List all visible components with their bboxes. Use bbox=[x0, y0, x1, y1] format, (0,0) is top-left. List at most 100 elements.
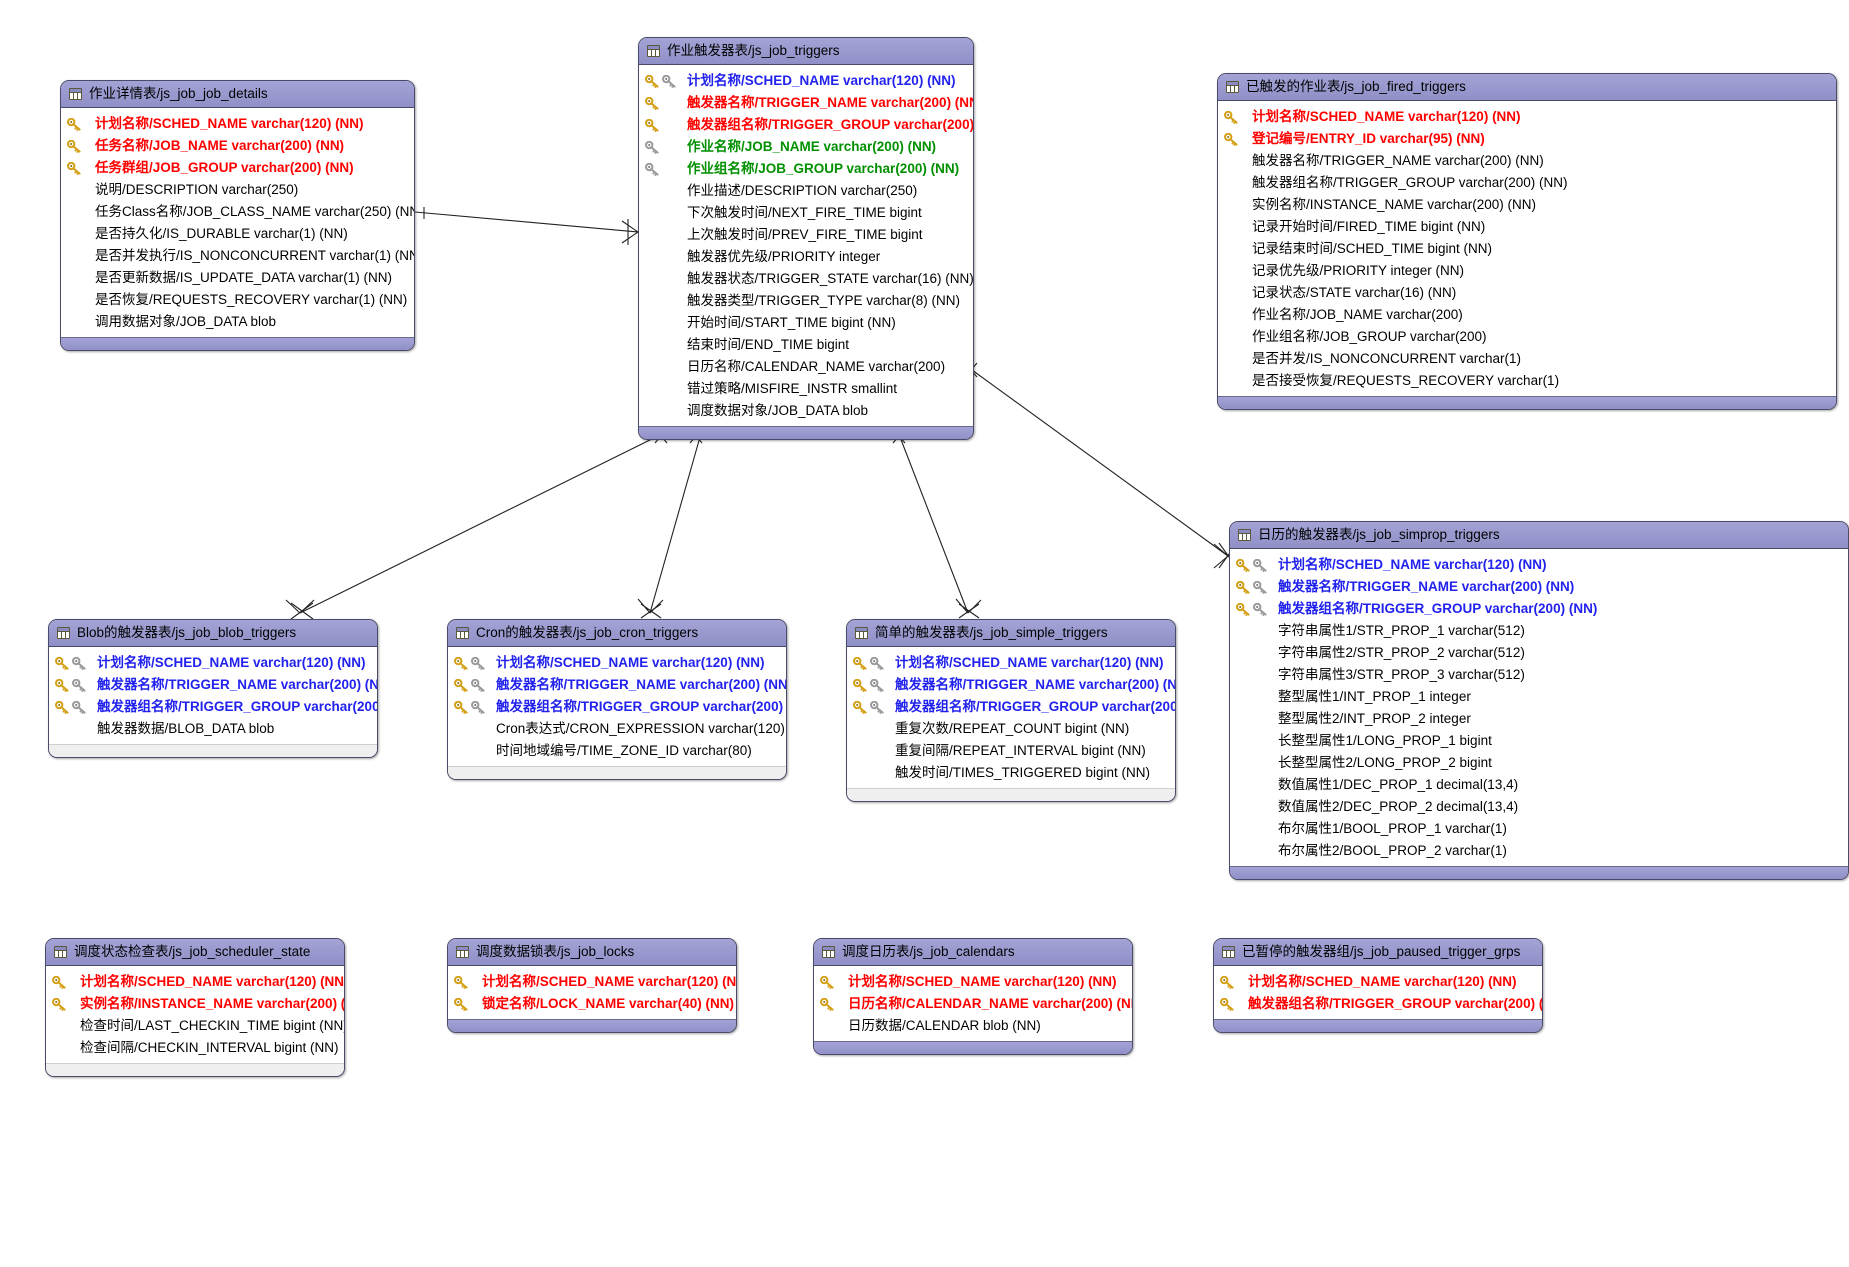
attribute-row[interactable]: 布尔属性1/BOOL_PROP_1 varchar(1) bbox=[1230, 818, 1848, 840]
entity-cron_triggers[interactable]: Cron的触发器表/js_job_cron_triggers 计划名称/SCHED… bbox=[447, 619, 787, 780]
entity-locks[interactable]: 调度数据锁表/js_job_locks 计划名称/SCHED_NAME varch… bbox=[447, 938, 737, 1033]
attribute-row[interactable]: 计划名称/SCHED_NAME varchar(120) (NN) bbox=[1214, 971, 1542, 993]
entity-job_triggers[interactable]: 作业触发器表/js_job_triggers 计划名称/SCHED_NAME va… bbox=[638, 37, 974, 440]
attribute-row[interactable]: 触发器名称/TRIGGER_NAME varchar(200) (NN) bbox=[49, 674, 377, 696]
attribute-row[interactable]: 计划名称/SCHED_NAME varchar(120) (NN) bbox=[814, 971, 1132, 993]
attribute-row[interactable]: 触发器名称/TRIGGER_NAME varchar(200) (NN) bbox=[847, 674, 1175, 696]
attribute-row[interactable]: 任务群组/JOB_GROUP varchar(200) (NN) bbox=[61, 157, 414, 179]
entity-header-paused_grps[interactable]: 已暂停的触发器组/js_job_paused_trigger_grps bbox=[1214, 939, 1542, 966]
attribute-row[interactable]: 计划名称/SCHED_NAME varchar(120) (NN) bbox=[639, 70, 973, 92]
attribute-row[interactable]: 调用数据对象/JOB_DATA blob bbox=[61, 311, 414, 333]
attribute-row[interactable]: 是否并发执行/IS_NONCONCURRENT varchar(1) (NN) bbox=[61, 245, 414, 267]
entity-header-calendars[interactable]: 调度日历表/js_job_calendars bbox=[814, 939, 1132, 966]
attribute-row[interactable]: 锁定名称/LOCK_NAME varchar(40) (NN) bbox=[448, 993, 736, 1015]
entity-header-job_details[interactable]: 作业详情表/js_job_job_details bbox=[61, 81, 414, 108]
entity-calendars[interactable]: 调度日历表/js_job_calendars 计划名称/SCHED_NAME va… bbox=[813, 938, 1133, 1055]
attribute-row[interactable]: 触发器类型/TRIGGER_TYPE varchar(8) (NN) bbox=[639, 290, 973, 312]
attribute-row[interactable]: Cron表达式/CRON_EXPRESSION varchar(120) (NN… bbox=[448, 718, 786, 740]
attribute-row[interactable]: 长整型属性1/LONG_PROP_1 bigint bbox=[1230, 730, 1848, 752]
entity-sched_state[interactable]: 调度状态检查表/js_job_scheduler_state 计划名称/SCHED… bbox=[45, 938, 345, 1077]
attribute-row[interactable]: 日历数据/CALENDAR blob (NN) bbox=[814, 1015, 1132, 1037]
entity-blob_triggers[interactable]: Blob的触发器表/js_job_blob_triggers 计划名称/SCHED… bbox=[48, 619, 378, 758]
attribute-row[interactable]: 日历名称/CALENDAR_NAME varchar(200) (NN) bbox=[814, 993, 1132, 1015]
attribute-row[interactable]: 检查时间/LAST_CHECKIN_TIME bigint (NN) bbox=[46, 1015, 344, 1037]
attribute-row[interactable]: 下次触发时间/NEXT_FIRE_TIME bigint bbox=[639, 202, 973, 224]
attribute-row[interactable]: 触发器组名称/TRIGGER_GROUP varchar(200) (NN) bbox=[1218, 172, 1836, 194]
attribute-row[interactable]: 是否持久化/IS_DURABLE varchar(1) (NN) bbox=[61, 223, 414, 245]
attribute-row[interactable]: 记录开始时间/FIRED_TIME bigint (NN) bbox=[1218, 216, 1836, 238]
attribute-row[interactable]: 错过策略/MISFIRE_INSTR smallint bbox=[639, 378, 973, 400]
attribute-row[interactable]: 触发器组名称/TRIGGER_GROUP varchar(200) (NN) bbox=[847, 696, 1175, 718]
attribute-row[interactable]: 整型属性1/INT_PROP_1 integer bbox=[1230, 686, 1848, 708]
attribute-row[interactable]: 触发器名称/TRIGGER_NAME varchar(200) (NN) bbox=[1218, 150, 1836, 172]
attribute-row[interactable]: 触发器优先级/PRIORITY integer bbox=[639, 246, 973, 268]
attribute-row[interactable]: 实例名称/INSTANCE_NAME varchar(200) (NN) bbox=[1218, 194, 1836, 216]
attribute-row[interactable]: 计划名称/SCHED_NAME varchar(120) (NN) bbox=[46, 971, 344, 993]
attribute-row[interactable]: 作业描述/DESCRIPTION varchar(250) bbox=[639, 180, 973, 202]
attribute-row[interactable]: 是否更新数据/IS_UPDATE_DATA varchar(1) (NN) bbox=[61, 267, 414, 289]
entity-header-cron_triggers[interactable]: Cron的触发器表/js_job_cron_triggers bbox=[448, 620, 786, 647]
entity-simprop[interactable]: 日历的触发器表/js_job_simprop_triggers 计划名称/SCHE… bbox=[1229, 521, 1849, 880]
attribute-row[interactable]: 结束时间/END_TIME bigint bbox=[639, 334, 973, 356]
attribute-row[interactable]: 触发器组名称/TRIGGER_GROUP varchar(200) (NN) bbox=[1230, 598, 1848, 620]
attribute-row[interactable]: 数值属性1/DEC_PROP_1 decimal(13,4) bbox=[1230, 774, 1848, 796]
entity-header-locks[interactable]: 调度数据锁表/js_job_locks bbox=[448, 939, 736, 966]
attribute-row[interactable]: 任务Class名称/JOB_CLASS_NAME varchar(250) (N… bbox=[61, 201, 414, 223]
attribute-row[interactable]: 记录状态/STATE varchar(16) (NN) bbox=[1218, 282, 1836, 304]
entity-header-blob_triggers[interactable]: Blob的触发器表/js_job_blob_triggers bbox=[49, 620, 377, 647]
attribute-row[interactable]: 调度数据对象/JOB_DATA blob bbox=[639, 400, 973, 422]
attribute-row[interactable]: 实例名称/INSTANCE_NAME varchar(200) (NN) bbox=[46, 993, 344, 1015]
entity-job_details[interactable]: 作业详情表/js_job_job_details 计划名称/SCHED_NAME … bbox=[60, 80, 415, 351]
entity-simple_trig[interactable]: 简单的触发器表/js_job_simple_triggers 计划名称/SCHED… bbox=[846, 619, 1176, 802]
attribute-row[interactable]: 说明/DESCRIPTION varchar(250) bbox=[61, 179, 414, 201]
attribute-row[interactable]: 整型属性2/INT_PROP_2 integer bbox=[1230, 708, 1848, 730]
attribute-row[interactable]: 触发器组名称/TRIGGER_GROUP varchar(200) (NN) bbox=[1214, 993, 1542, 1015]
attribute-row[interactable]: 字符串属性2/STR_PROP_2 varchar(512) bbox=[1230, 642, 1848, 664]
attribute-row[interactable]: 触发器数据/BLOB_DATA blob bbox=[49, 718, 377, 740]
attribute-row[interactable]: 是否恢复/REQUESTS_RECOVERY varchar(1) (NN) bbox=[61, 289, 414, 311]
attribute-row[interactable]: 记录优先级/PRIORITY integer (NN) bbox=[1218, 260, 1836, 282]
attribute-row[interactable]: 检查间隔/CHECKIN_INTERVAL bigint (NN) bbox=[46, 1037, 344, 1059]
attribute-row[interactable]: 是否接受恢复/REQUESTS_RECOVERY varchar(1) bbox=[1218, 370, 1836, 392]
entity-fired_triggers[interactable]: 已触发的作业表/js_job_fired_triggers 计划名称/SCHED_… bbox=[1217, 73, 1837, 410]
attribute-row[interactable]: 字符串属性1/STR_PROP_1 varchar(512) bbox=[1230, 620, 1848, 642]
attribute-row[interactable]: 触发器组名称/TRIGGER_GROUP varchar(200) (NN) bbox=[448, 696, 786, 718]
attribute-row[interactable]: 重复次数/REPEAT_COUNT bigint (NN) bbox=[847, 718, 1175, 740]
entity-header-simprop[interactable]: 日历的触发器表/js_job_simprop_triggers bbox=[1230, 522, 1848, 549]
attribute-row[interactable]: 长整型属性2/LONG_PROP_2 bigint bbox=[1230, 752, 1848, 774]
attribute-row[interactable]: 触发器组名称/TRIGGER_GROUP varchar(200) (NN) bbox=[639, 114, 973, 136]
attribute-row[interactable]: 触发时间/TIMES_TRIGGERED bigint (NN) bbox=[847, 762, 1175, 784]
attribute-row[interactable]: 计划名称/SCHED_NAME varchar(120) (NN) bbox=[1218, 106, 1836, 128]
attribute-row[interactable]: 记录结束时间/SCHED_TIME bigint (NN) bbox=[1218, 238, 1836, 260]
attribute-row[interactable]: 作业组名称/JOB_GROUP varchar(200) (NN) bbox=[639, 158, 973, 180]
attribute-row[interactable]: 计划名称/SCHED_NAME varchar(120) (NN) bbox=[1230, 554, 1848, 576]
attribute-row[interactable]: 日历名称/CALENDAR_NAME varchar(200) bbox=[639, 356, 973, 378]
entity-header-fired_triggers[interactable]: 已触发的作业表/js_job_fired_triggers bbox=[1218, 74, 1836, 101]
entity-header-simple_trig[interactable]: 简单的触发器表/js_job_simple_triggers bbox=[847, 620, 1175, 647]
attribute-row[interactable]: 是否并发/IS_NONCONCURRENT varchar(1) bbox=[1218, 348, 1836, 370]
attribute-row[interactable]: 作业名称/JOB_NAME varchar(200) bbox=[1218, 304, 1836, 326]
attribute-row[interactable]: 计划名称/SCHED_NAME varchar(120) (NN) bbox=[49, 652, 377, 674]
attribute-row[interactable]: 布尔属性2/BOOL_PROP_2 varchar(1) bbox=[1230, 840, 1848, 862]
attribute-row[interactable]: 计划名称/SCHED_NAME varchar(120) (NN) bbox=[448, 652, 786, 674]
attribute-row[interactable]: 触发器名称/TRIGGER_NAME varchar(200) (NN) bbox=[448, 674, 786, 696]
attribute-row[interactable]: 计划名称/SCHED_NAME varchar(120) (NN) bbox=[61, 113, 414, 135]
attribute-row[interactable]: 计划名称/SCHED_NAME varchar(120) (NN) bbox=[448, 971, 736, 993]
attribute-row[interactable]: 开始时间/START_TIME bigint (NN) bbox=[639, 312, 973, 334]
attribute-row[interactable]: 上次触发时间/PREV_FIRE_TIME bigint bbox=[639, 224, 973, 246]
attribute-row[interactable]: 时间地域编号/TIME_ZONE_ID varchar(80) bbox=[448, 740, 786, 762]
attribute-row[interactable]: 作业名称/JOB_NAME varchar(200) (NN) bbox=[639, 136, 973, 158]
entity-header-job_triggers[interactable]: 作业触发器表/js_job_triggers bbox=[639, 38, 973, 65]
attribute-row[interactable]: 计划名称/SCHED_NAME varchar(120) (NN) bbox=[847, 652, 1175, 674]
entity-paused_grps[interactable]: 已暂停的触发器组/js_job_paused_trigger_grps 计划名称/… bbox=[1213, 938, 1543, 1033]
attribute-row[interactable]: 作业组名称/JOB_GROUP varchar(200) bbox=[1218, 326, 1836, 348]
attribute-row[interactable]: 触发器名称/TRIGGER_NAME varchar(200) (NN) bbox=[1230, 576, 1848, 598]
attribute-row[interactable]: 触发器名称/TRIGGER_NAME varchar(200) (NN) bbox=[639, 92, 973, 114]
entity-header-sched_state[interactable]: 调度状态检查表/js_job_scheduler_state bbox=[46, 939, 344, 966]
attribute-row[interactable]: 触发器组名称/TRIGGER_GROUP varchar(200) (NN) bbox=[49, 696, 377, 718]
attribute-row[interactable]: 任务名称/JOB_NAME varchar(200) (NN) bbox=[61, 135, 414, 157]
attribute-row[interactable]: 重复间隔/REPEAT_INTERVAL bigint (NN) bbox=[847, 740, 1175, 762]
attribute-row[interactable]: 触发器状态/TRIGGER_STATE varchar(16) (NN) bbox=[639, 268, 973, 290]
attribute-row[interactable]: 字符串属性3/STR_PROP_3 varchar(512) bbox=[1230, 664, 1848, 686]
